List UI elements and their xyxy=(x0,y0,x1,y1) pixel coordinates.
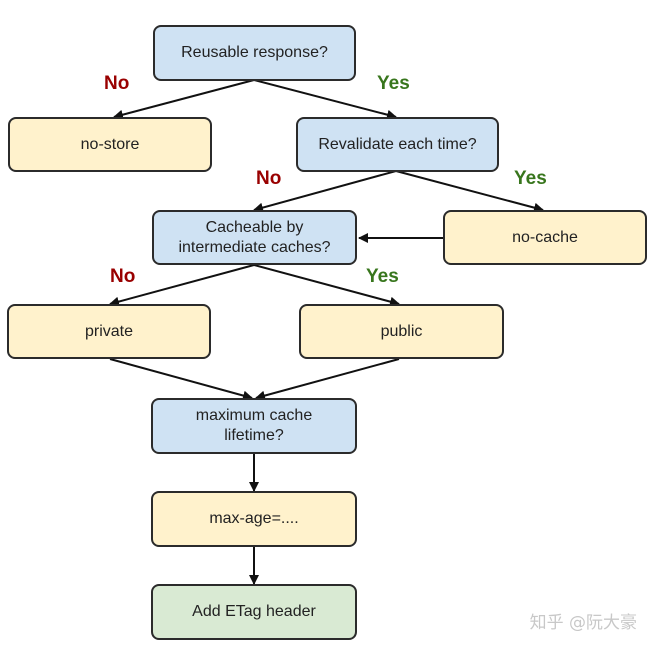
node-text: no-store xyxy=(80,135,140,153)
node-max-age: max-age=.... xyxy=(151,491,357,547)
edge-cacheable-private xyxy=(109,264,255,307)
edge-revalidate-cacheable xyxy=(253,170,397,213)
label-yes-cacheable: Yes xyxy=(366,266,399,287)
node-etag: Add ETag header xyxy=(151,584,357,640)
label-yes-reusable: Yes xyxy=(377,73,410,94)
node-text: max-age=.... xyxy=(209,510,299,527)
edge-cacheable-public xyxy=(253,264,400,307)
watermark: 知乎 @阮大豪 xyxy=(529,613,637,633)
node-text: Add ETag header xyxy=(192,603,316,620)
edge-revalidate-no-cache xyxy=(395,170,544,213)
node-text-line2: intermediate caches? xyxy=(178,238,331,256)
edge-reusable-no-store xyxy=(113,79,255,120)
node-text: Reusable response? xyxy=(181,44,328,61)
node-text: public xyxy=(380,322,423,340)
node-text-line1: maximum cache xyxy=(195,407,313,424)
label-no-revalidate: No xyxy=(256,168,282,189)
edge-private-lifetime xyxy=(109,358,253,401)
node-text: no-cache xyxy=(512,228,578,246)
edge-public-lifetime xyxy=(255,358,400,401)
node-text: Revalidate each time? xyxy=(318,135,477,153)
node-text-line2: lifetime? xyxy=(224,427,284,444)
node-text: private xyxy=(84,322,134,340)
node-private: private xyxy=(7,304,211,359)
node-no-store: no-store xyxy=(8,117,212,172)
label-yes-revalidate: Yes xyxy=(514,168,547,189)
node-revalidate: Revalidate each time? xyxy=(296,117,499,172)
node-no-cache: no-cache xyxy=(443,210,647,265)
label-no-cacheable: No xyxy=(110,266,136,287)
label-no-reusable: No xyxy=(104,73,130,94)
node-public: public xyxy=(299,304,504,359)
node-max-lifetime: maximum cache lifetime? xyxy=(151,398,357,454)
node-cacheable: Cacheable by intermediate caches? xyxy=(152,210,357,265)
node-reusable-response: Reusable response? xyxy=(153,25,356,81)
edge-reusable-revalidate xyxy=(253,79,397,120)
node-text-line1: Cacheable by xyxy=(205,218,304,236)
